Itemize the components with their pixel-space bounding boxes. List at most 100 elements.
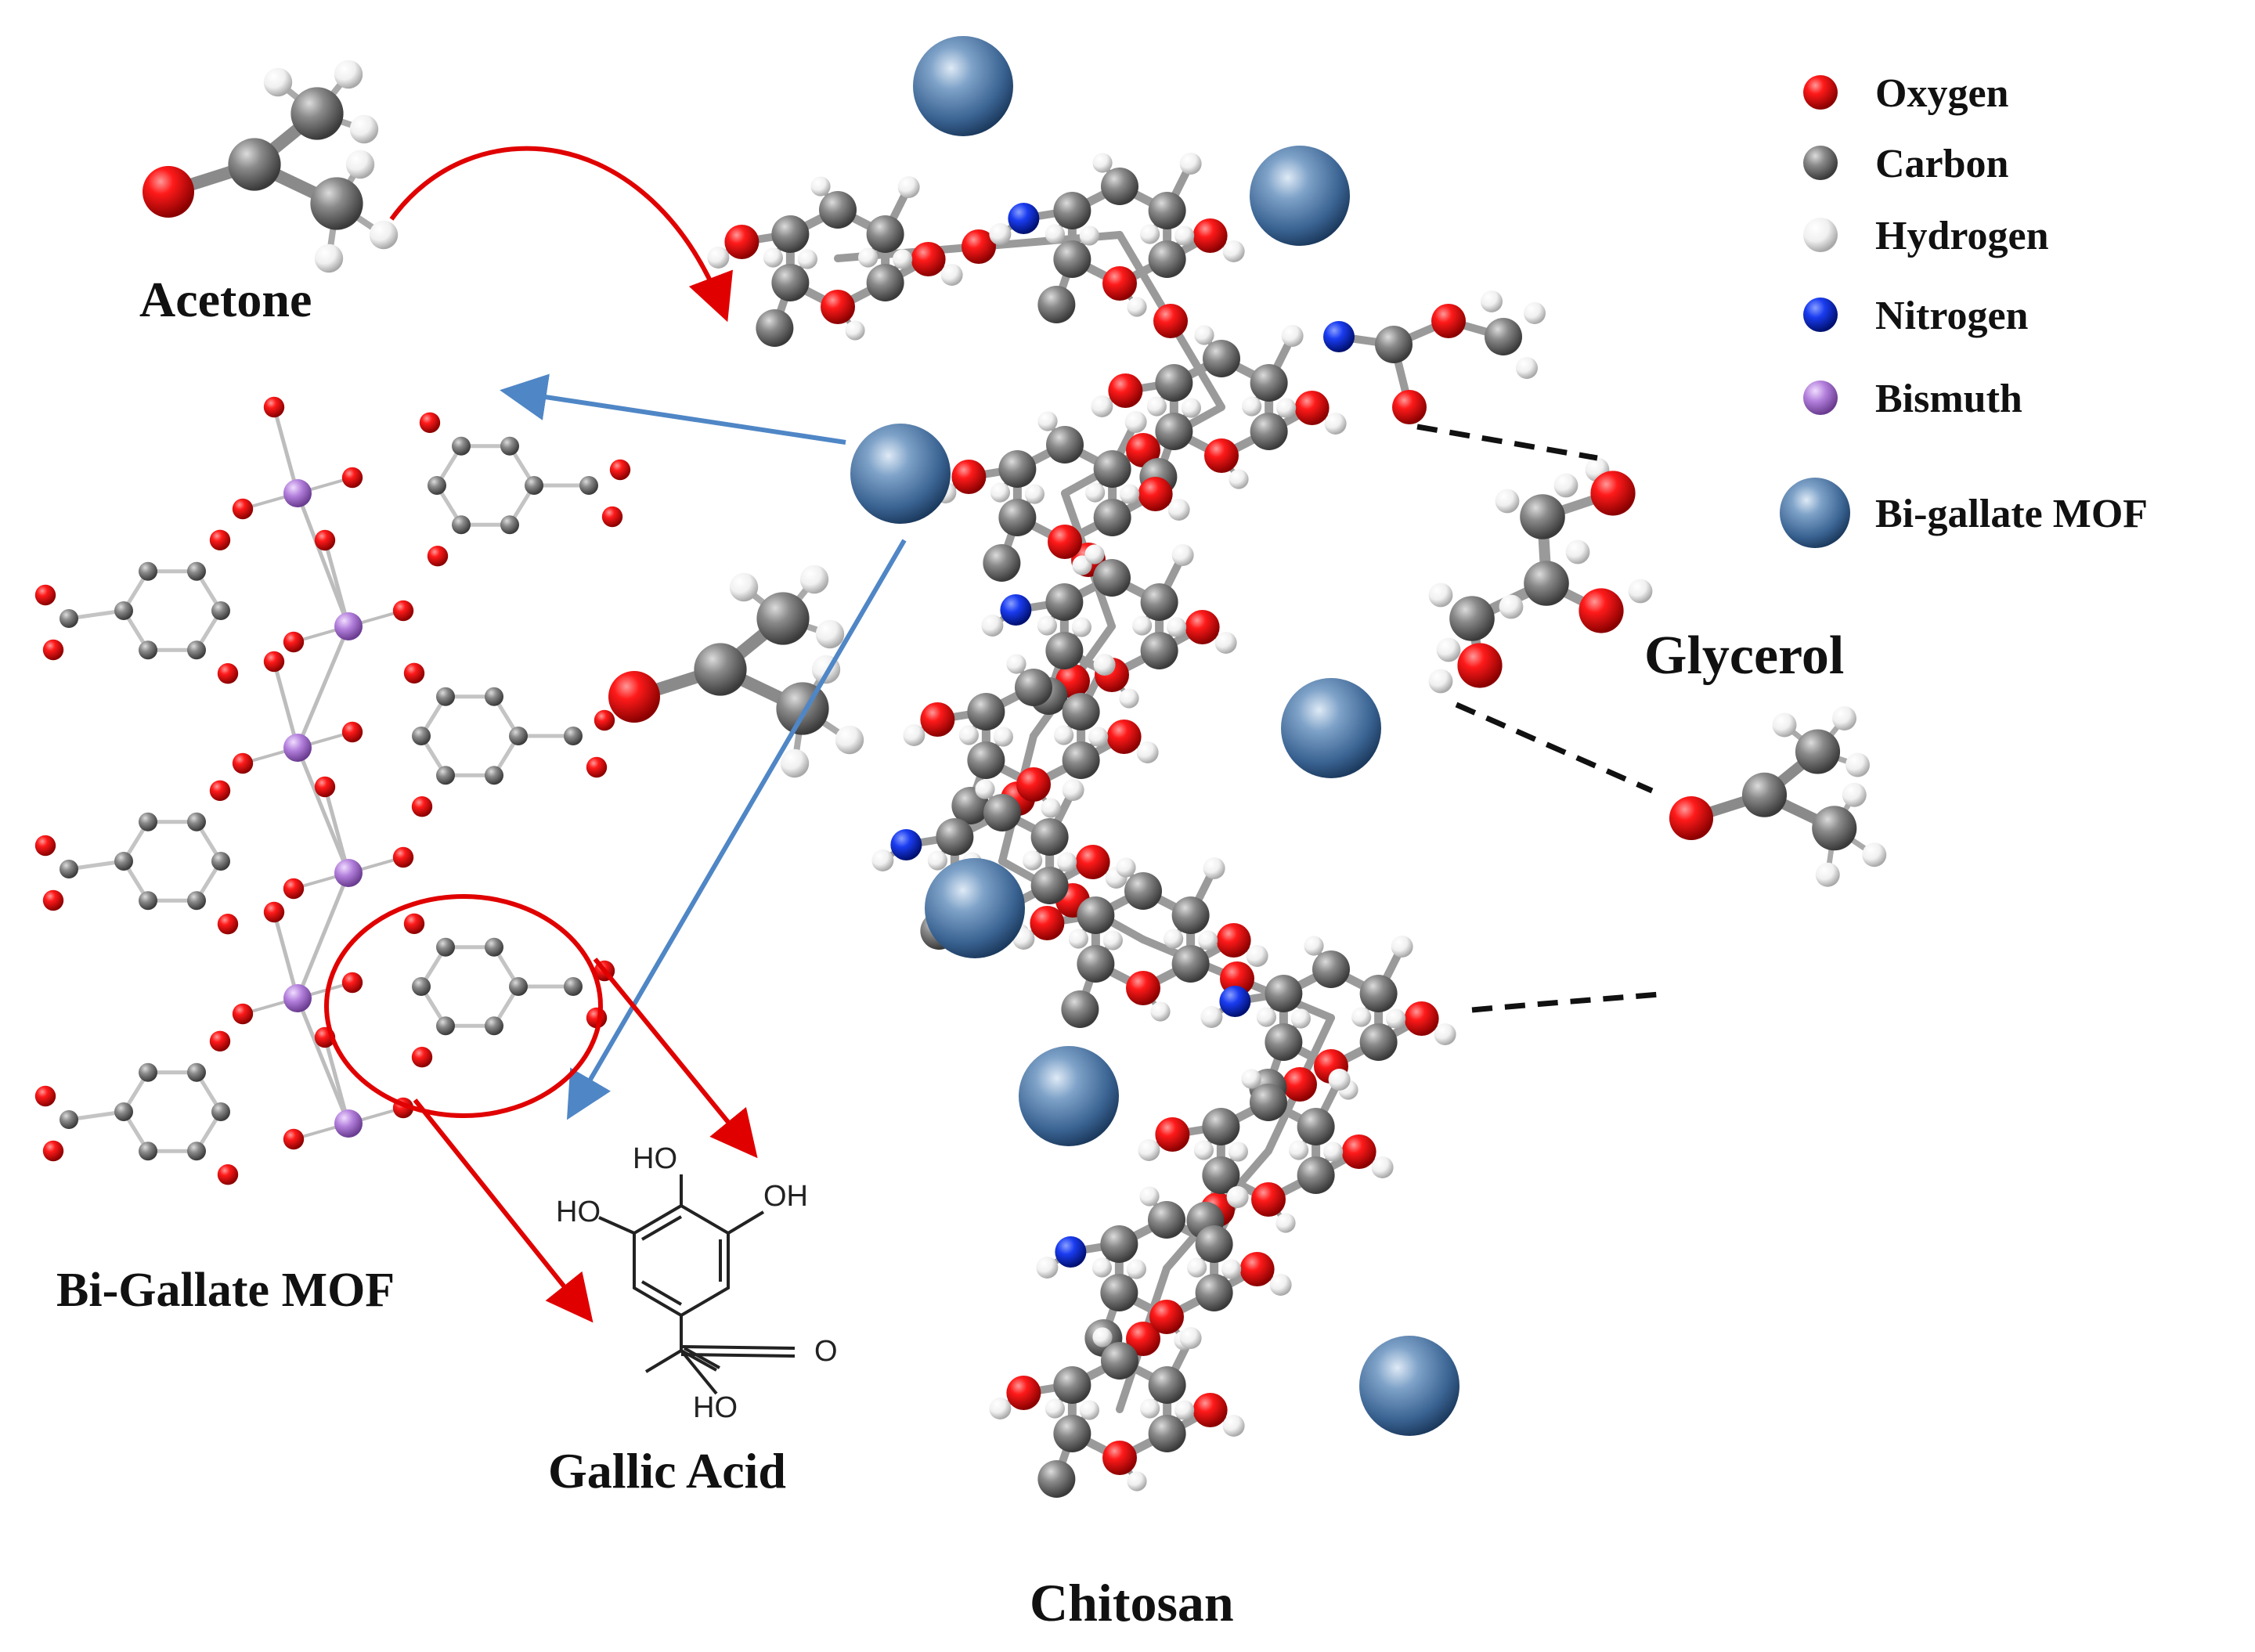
hydrogen-atom	[1289, 1140, 1309, 1160]
molecule-atoms	[34, 60, 1887, 1498]
hydrogen-atom	[1088, 727, 1109, 747]
legend-nitrogen: Nitrogen	[1875, 294, 2029, 338]
gallic-acid-ring	[633, 1203, 730, 1318]
carbon-atom	[485, 1016, 503, 1036]
bi-gallate-mof-sphere	[925, 858, 1025, 958]
hydrogen-atom	[1057, 852, 1077, 872]
legend-carbon: Carbon	[1875, 142, 2009, 186]
hydrogen-atom	[1256, 1007, 1276, 1027]
oxygen-atom	[1102, 1441, 1137, 1475]
bi-gallate-mof-sphere	[850, 424, 951, 524]
hydrogen-atom	[1167, 617, 1187, 637]
hydrogen-atom	[1093, 654, 1116, 676]
carbon-atom	[139, 640, 157, 660]
carbon-atom	[998, 499, 1037, 536]
gallic-acid-carbonyl	[680, 1345, 796, 1358]
hydrogen-atom	[1434, 1023, 1456, 1045]
chitosan-label: Chitosan	[1030, 1573, 1234, 1632]
hydrogen-atom	[1085, 482, 1106, 503]
hydrogen-atom	[1193, 1140, 1214, 1160]
oxygen-atom	[341, 467, 363, 489]
acetone-to-chitosan-arrow	[389, 146, 733, 323]
oxygen-atom	[1149, 1300, 1184, 1334]
bond	[295, 491, 351, 629]
hydrogen-atom	[1862, 842, 1887, 867]
hydrogen-atom	[1092, 153, 1113, 173]
carbon-atom	[187, 1142, 206, 1161]
hydrogen-atom	[1481, 290, 1503, 312]
bond	[323, 785, 351, 875]
hydrogen-atom	[871, 849, 894, 871]
oxygen-atom	[42, 1140, 64, 1162]
hydrogen-atom	[989, 1398, 1012, 1419]
hydrogen-atom	[1079, 1400, 1099, 1420]
carbon-atom	[1485, 318, 1522, 355]
hydrogen-atom	[1290, 1008, 1311, 1029]
hydrogen-atom	[845, 320, 865, 341]
carbon-atom	[290, 87, 344, 140]
carbon-atom	[187, 1062, 206, 1082]
carbon-atom	[1171, 896, 1210, 934]
carbon-atom	[412, 727, 431, 745]
hydrogen-atom	[1136, 741, 1159, 763]
hydrogen-atom	[1516, 357, 1538, 379]
oxygen-atom	[403, 913, 425, 934]
purple-sphere-icon	[1803, 381, 1838, 415]
gray-sphere-icon	[1803, 146, 1838, 180]
carbon-atom	[1140, 583, 1178, 621]
hydrogen-atom	[903, 724, 925, 746]
gallic-acid-carbonyl-o: O	[814, 1335, 838, 1368]
oxygen-atom	[724, 225, 759, 259]
hydrogen-atom	[1179, 153, 1202, 175]
hydrogen-atom	[1221, 1259, 1242, 1279]
carbon-atom	[579, 476, 598, 495]
carbon-atom	[1037, 286, 1076, 323]
carbon-atom	[1062, 741, 1100, 779]
hydrogen-atom	[729, 572, 759, 602]
carbon-atom	[1195, 1274, 1233, 1311]
oxygen-atom	[232, 498, 254, 520]
bismuth-atom	[334, 1109, 363, 1138]
oxygen-atom	[1239, 1252, 1275, 1286]
carbon-atom	[60, 860, 78, 878]
bismuth-atom	[283, 479, 312, 507]
hydrogen-atom	[1524, 302, 1546, 324]
glycerol-label: Glycerol	[1644, 626, 1844, 686]
hydrogen-atom	[815, 619, 845, 649]
oxygen-atom	[1138, 477, 1173, 511]
carbon-atom	[1375, 326, 1413, 363]
carbon-atom	[1148, 192, 1186, 229]
oxygen-atom	[209, 529, 231, 550]
hydrogen-atom	[1174, 1400, 1195, 1420]
nitrogen-atom	[1055, 1236, 1087, 1268]
oxygen-atom	[34, 1085, 56, 1107]
hydrogen-atom	[1054, 725, 1074, 745]
gallic-acid-acid-oh-bond	[680, 1349, 718, 1395]
hydrogen-atom	[858, 247, 879, 268]
hydrogen-atom	[707, 247, 730, 269]
hydrogen-atom	[1198, 930, 1218, 950]
hydrogen-atom	[1495, 489, 1520, 514]
hydrogen-atom	[1146, 396, 1167, 417]
legend-hydrogen: Hydrogen	[1875, 214, 2049, 258]
hydrogen-atom	[1281, 325, 1304, 347]
hydrogen-atom	[1041, 798, 1061, 818]
carbon-atom	[485, 687, 503, 706]
bismuth-atom	[283, 984, 312, 1012]
carbon-atom	[1155, 364, 1193, 402]
hydrogen-atom	[1079, 225, 1099, 246]
oxygen-atom	[1006, 1376, 1041, 1410]
carbon-atom	[983, 794, 1021, 831]
carbon-atom	[564, 727, 583, 745]
oxygen-atom	[1108, 373, 1143, 408]
carbon-atom	[211, 601, 230, 620]
hydrogen-atom	[1037, 411, 1058, 431]
carbon-atom	[525, 476, 543, 495]
hydrogen-atom	[989, 223, 1012, 245]
carbon-atom	[187, 891, 206, 911]
mof-to-circle-arrow	[566, 539, 907, 1120]
hydrogen-atom	[1241, 1069, 1261, 1089]
hydrogen-atom	[1124, 411, 1147, 433]
hydrogen-atom	[263, 67, 293, 97]
bond	[295, 871, 351, 1001]
